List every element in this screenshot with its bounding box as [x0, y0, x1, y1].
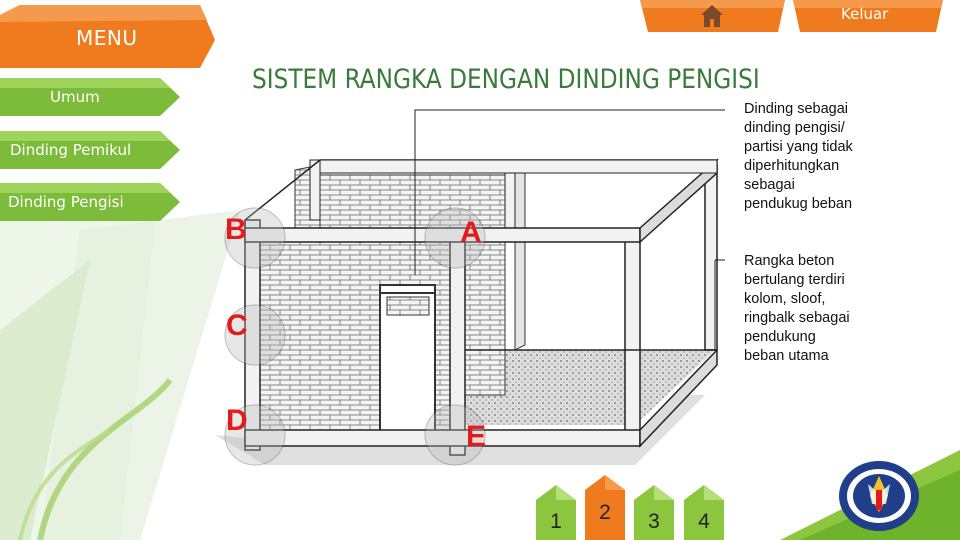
sidebar-item-dinding-pengisi[interactable]: Dinding Pengisi	[0, 183, 180, 221]
marker-c: C	[226, 309, 248, 342]
home-icon	[701, 5, 723, 27]
university-logo	[839, 461, 919, 531]
page-tab-3[interactable]: 3	[634, 485, 674, 540]
home-button[interactable]	[640, 0, 785, 32]
exit-button[interactable]: Keluar	[793, 0, 943, 32]
marker-b: B	[225, 213, 247, 246]
page-tab-4[interactable]: 4	[684, 485, 724, 540]
sidebar-item-label: Umum	[50, 88, 100, 106]
sidebar-item-dinding-pemikul[interactable]: Dinding Pemikul	[0, 131, 180, 169]
sidebar-item-umum[interactable]: Umum	[0, 78, 180, 116]
exit-label: Keluar	[841, 5, 889, 23]
page-tab-label: 2	[599, 501, 611, 524]
page-tab-2[interactable]: 2	[585, 475, 625, 540]
infill-wall-note: Dinding sebagai dinding pengisi/ partisi…	[744, 101, 853, 212]
page-tab-label: 3	[648, 510, 660, 533]
page-tab-1[interactable]: 1	[536, 485, 576, 540]
sidebar-item-label: Dinding Pemikul	[10, 141, 132, 159]
marker-d: D	[226, 404, 248, 437]
frame-note: Rangka beton bertulang terdiri kolom, sl…	[744, 253, 850, 364]
page-tab-label: 4	[698, 510, 710, 533]
building-frame-diagram	[215, 109, 725, 466]
page-title: SISTEM RANGKA DENGAN DINDING PENGISI	[252, 64, 760, 95]
marker-a: A	[460, 216, 482, 249]
page-tab-label: 1	[550, 510, 562, 533]
marker-e: E	[466, 420, 487, 453]
sidebar-item-label: Dinding Pengisi	[8, 193, 124, 211]
menu-title: MENU	[76, 26, 138, 50]
menu-header: MENU	[0, 0, 215, 68]
